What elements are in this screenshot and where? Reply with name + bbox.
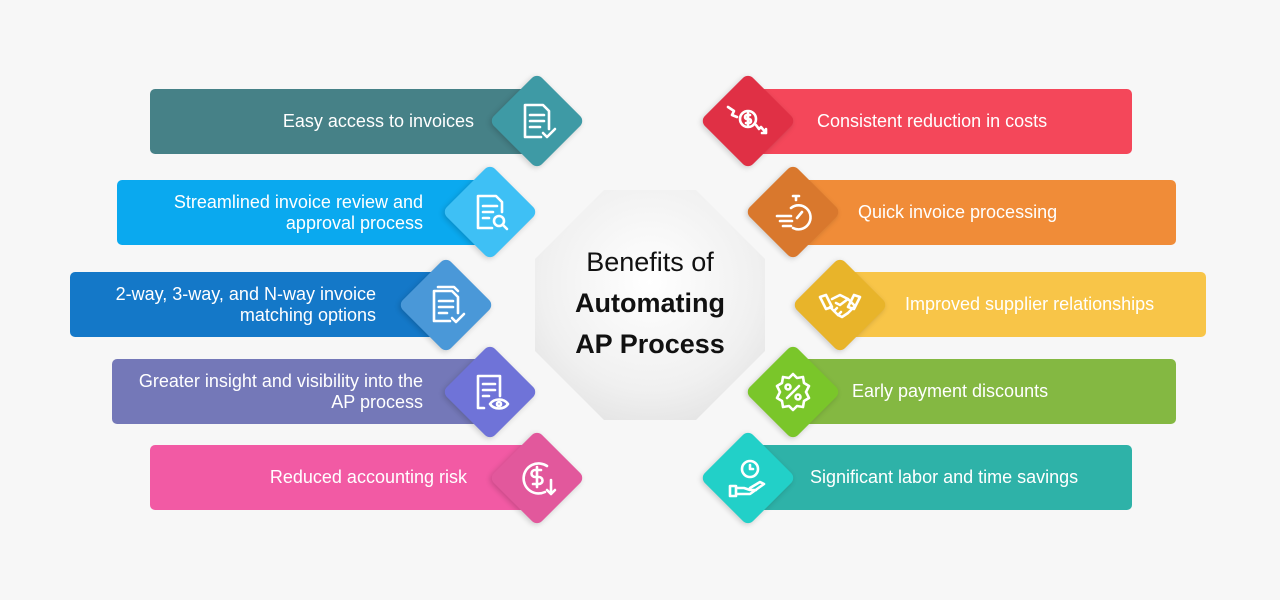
benefit-label: Early payment discounts bbox=[852, 381, 1049, 401]
benefit-cost-reduction: Consistent reduction in costs bbox=[740, 89, 1132, 154]
documents-check-icon bbox=[424, 283, 468, 327]
discount-badge-icon bbox=[771, 370, 815, 414]
stopwatch-icon bbox=[771, 190, 815, 234]
benefit-streamlined-review: Streamlined invoice review and approval … bbox=[117, 180, 507, 245]
benefit-easy-access: Easy access to invoices bbox=[150, 89, 550, 154]
benefit-matching-options: 2-way, 3-way, and N-way invoice matching… bbox=[70, 272, 460, 337]
invoice-eye-icon bbox=[468, 370, 512, 414]
benefit-quick-processing: Quick invoice processing bbox=[790, 180, 1176, 245]
benefit-label: Consistent reduction in costs bbox=[817, 111, 1048, 131]
benefit-label: Significant labor and time savings bbox=[810, 467, 1079, 487]
handshake-icon bbox=[818, 283, 862, 327]
dollar-down-icon bbox=[515, 456, 559, 500]
benefit-label: Reduced accounting risk bbox=[269, 467, 467, 487]
benefit-early-discounts: Early payment discounts bbox=[790, 359, 1176, 424]
title-line-3: AP Process bbox=[575, 329, 725, 359]
benefit-label: Quick invoice processing bbox=[858, 202, 1058, 222]
benefit-label: Easy access to invoices bbox=[282, 111, 474, 131]
benefit-label: Streamlined invoice review and approval … bbox=[173, 191, 423, 233]
benefit-supplier-relationships: Improved supplier relationships bbox=[835, 272, 1206, 337]
cost-down-icon bbox=[726, 99, 770, 143]
invoice-check-icon bbox=[515, 99, 559, 143]
title-line-2: Automating bbox=[575, 288, 725, 318]
benefit-labor-time-savings: Significant labor and time savings bbox=[740, 445, 1132, 510]
center-title: Benefits of Automating AP Process bbox=[535, 242, 765, 365]
benefit-insight-visibility: Greater insight and visibility into the … bbox=[112, 359, 507, 424]
benefit-reduced-risk: Reduced accounting risk bbox=[150, 445, 550, 510]
center-octagon bbox=[535, 190, 765, 420]
benefit-label: Improved supplier relationships bbox=[905, 294, 1155, 314]
benefit-label: 2-way, 3-way, and N-way invoice matching… bbox=[115, 283, 376, 325]
invoice-search-icon bbox=[468, 190, 512, 234]
time-hand-icon bbox=[726, 456, 770, 500]
title-line-1: Benefits of bbox=[586, 247, 714, 277]
benefit-label: Greater insight and visibility into the … bbox=[138, 370, 423, 412]
